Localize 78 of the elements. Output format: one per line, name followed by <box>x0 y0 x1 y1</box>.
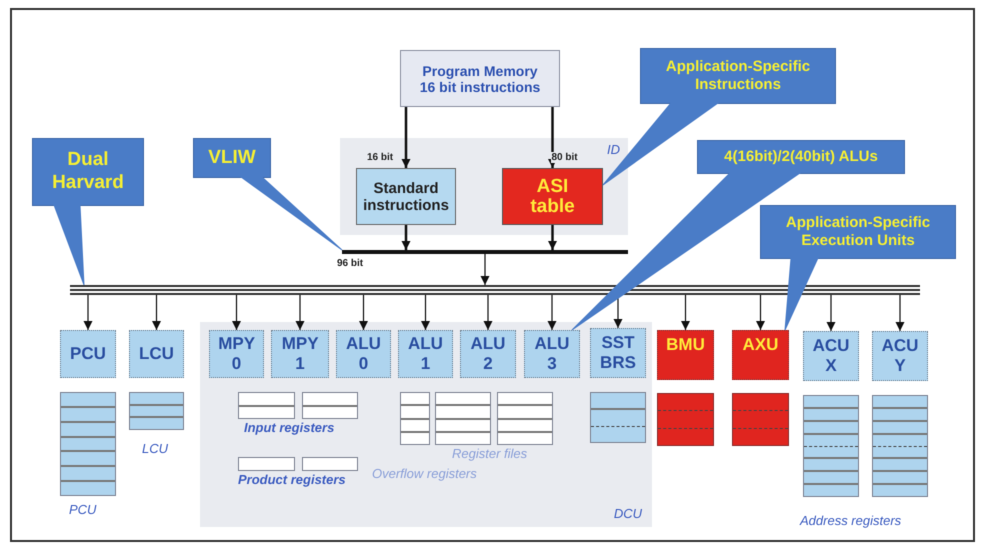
callout-box <box>32 138 144 206</box>
register-label: PCU <box>69 502 96 517</box>
node-label: BMU <box>666 335 705 355</box>
arrow <box>896 295 904 331</box>
node-label: Application-Specific Execution Units <box>784 214 932 250</box>
node-label: ALU 0 <box>346 334 381 374</box>
node-label: ACU X <box>812 336 850 376</box>
node-label: Dual Harvard <box>51 149 125 195</box>
callout-box <box>697 140 905 174</box>
arrow <box>826 295 836 331</box>
unit-box <box>129 330 184 378</box>
node-label: LCU <box>139 344 174 364</box>
unit-box <box>336 330 391 378</box>
register-label: Register files <box>452 446 528 461</box>
arrow <box>402 107 410 168</box>
callout-pointer <box>602 102 720 186</box>
unit-box <box>60 330 116 378</box>
node-label: ALU 2 <box>470 334 506 374</box>
callout-pointer <box>239 176 342 250</box>
instruction-box <box>356 168 456 225</box>
table-box <box>502 168 603 225</box>
unit-box <box>524 330 580 378</box>
node-label: PCU <box>70 344 106 364</box>
arrow <box>681 295 690 330</box>
node-label: ALU 3 <box>534 334 570 374</box>
node-label: ALU 1 <box>408 334 443 374</box>
register-label: LCU <box>142 441 168 456</box>
arrow <box>359 295 368 330</box>
arrow <box>296 295 304 330</box>
unit-box <box>732 330 789 380</box>
register-label: Input registers <box>244 420 334 435</box>
node-label: Standard instructions <box>362 180 450 214</box>
unit-box <box>209 330 264 378</box>
node-label: AXU <box>742 335 778 355</box>
arrow <box>84 295 92 330</box>
node-label: Application-Specific Instructions <box>664 58 812 94</box>
region-band <box>340 138 628 235</box>
arrow <box>548 225 557 250</box>
arrow <box>548 107 557 168</box>
unit-box <box>271 330 329 378</box>
node-label: SST BRS <box>600 333 636 373</box>
node-label: ASI table <box>530 176 575 216</box>
arrow <box>756 295 765 330</box>
unit-box <box>657 330 714 380</box>
unit-box <box>803 331 859 381</box>
unit-box <box>398 330 453 378</box>
unit-box <box>872 331 928 381</box>
bus-bar <box>70 285 920 295</box>
unit-box <box>460 330 516 378</box>
arrow <box>484 295 492 330</box>
unit-box <box>590 328 646 378</box>
arrow <box>421 295 430 330</box>
region-label: DCU <box>614 506 642 521</box>
register-label: Address registers <box>800 513 902 528</box>
node-label: MPY 1 <box>282 334 318 374</box>
arrow <box>548 295 556 330</box>
arrow <box>152 295 161 330</box>
edge-label: 80 bit <box>550 152 579 163</box>
arrow <box>480 254 490 285</box>
callout-box <box>640 48 836 104</box>
node-label: Program Memory 16 bit instructions <box>418 62 542 94</box>
region-label: ID <box>607 142 620 157</box>
node-label: MPY 0 <box>218 334 255 374</box>
node-label: VLIW <box>208 146 256 170</box>
memory-box <box>400 50 560 107</box>
register-label: Overflow registers <box>372 466 477 481</box>
arrow <box>232 295 241 330</box>
callout-pointer <box>53 204 84 286</box>
callout-box <box>193 138 271 178</box>
register-label: Product registers <box>238 472 346 487</box>
edge-label: 16 bit <box>366 152 394 163</box>
bus-bar <box>342 250 628 254</box>
bus-width-label: 96 bit <box>337 258 364 269</box>
callout-pointer <box>572 172 802 330</box>
node-label: ACU Y <box>882 336 918 376</box>
node-label: 4(16bit)/2(40bit) ALUs <box>724 148 878 166</box>
arrow <box>402 225 410 250</box>
callout-pointer <box>784 258 819 330</box>
